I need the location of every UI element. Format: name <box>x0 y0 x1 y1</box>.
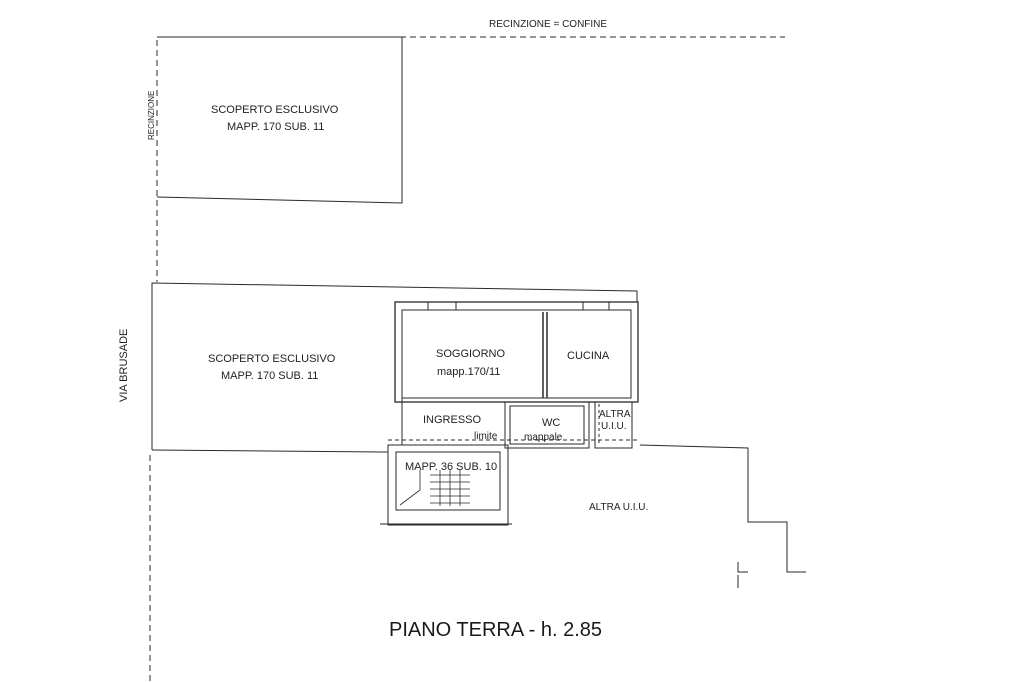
via-brusade-label: VIA BRUSADE <box>118 328 130 402</box>
altra-uiu-big-label: ALTRA U.I.U. <box>589 502 649 513</box>
recinzione-confine-label: RECINZIONE = CONFINE <box>489 19 608 30</box>
scoperto-top-mapp: MAPP. 170 SUB. 11 <box>227 121 325 133</box>
altra-uiu-small-line1: ALTRA <box>599 409 631 420</box>
stair-inner <box>395 451 501 511</box>
altra-uiu-outline <box>639 444 806 573</box>
wc-inner <box>509 405 585 445</box>
recinzione-side-label: RECINZIONE <box>147 90 156 140</box>
scoperto-top-title: SCOPERTO ESCLUSIVO <box>211 104 339 116</box>
stair-treads <box>399 470 470 506</box>
soggiorno-label: SOGGIORNO <box>436 348 506 360</box>
house-inner-wall <box>401 309 632 399</box>
scoperto-top-outline <box>156 36 403 204</box>
wc-room <box>504 401 590 449</box>
window-cucina <box>582 301 610 311</box>
stair-block <box>387 444 509 526</box>
altra-uiu-small-outline <box>594 402 633 449</box>
wc-label: WC <box>542 417 561 429</box>
mapp-36-label: MAPP. 36 SUB. 10 <box>405 461 498 473</box>
altra-uiu-small-line2: U.I.U. <box>601 421 627 432</box>
soggiorno-mapp-label: mapp.170/11 <box>437 366 501 378</box>
limite-label: limite <box>474 431 498 442</box>
cucina-label: CUCINA <box>567 350 610 362</box>
scoperto-mid-bottom <box>151 449 389 453</box>
scoperto-mid-mapp: MAPP. 170 SUB. 11 <box>221 370 319 382</box>
right-small-mark <box>737 562 748 573</box>
piano-terra-title: PIANO TERRA - h. 2.85 <box>389 619 603 641</box>
window-soggiorno <box>427 301 457 311</box>
scoperto-mid-title: SCOPERTO ESCLUSIVO <box>208 353 336 365</box>
scoperto-mid-outline <box>151 282 638 450</box>
mappale-label: mappale <box>524 432 563 443</box>
ingresso-label: INGRESSO <box>423 414 482 426</box>
